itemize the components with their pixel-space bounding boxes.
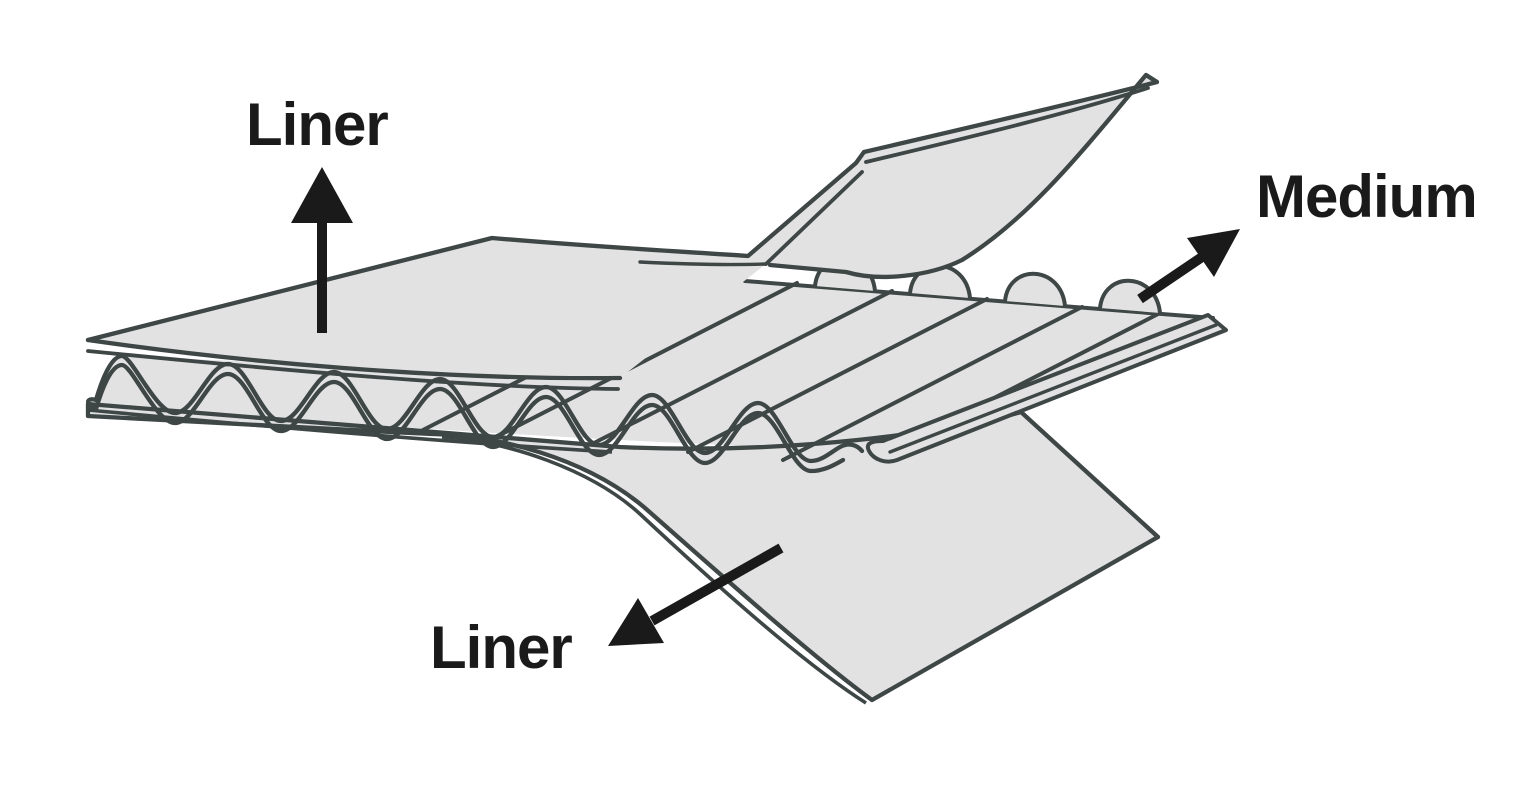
- top-liner-front-thickness-line: [86, 349, 620, 391]
- top-liner-flap-thickness-line: [864, 86, 1150, 164]
- down-left-arrow-shaft: [649, 543, 784, 626]
- medium-near-edge-midline: [888, 323, 1218, 454]
- top-liner-outline: [85, 72, 1160, 343]
- medium-arrow: [1137, 229, 1240, 304]
- up-right-arrow-shaft: [1137, 250, 1208, 304]
- top-liner-fold-inner-line: [764, 170, 864, 266]
- medium-far-edge-line: [743, 279, 1215, 320]
- down-left-arrow-head: [608, 598, 664, 646]
- bottom-liner-sheet: [85, 401, 1161, 703]
- top-liner-arrow: [291, 167, 353, 333]
- bottom-liner-edge-line: [441, 435, 867, 705]
- top-liner-front-edge: [85, 337, 623, 381]
- top-liner-label: Liner: [246, 91, 389, 158]
- bottom-liner-label: Liner: [430, 614, 573, 681]
- flute-wave-end-cap: [86, 397, 99, 412]
- flute-wave-upper-line: [93, 353, 865, 464]
- flute-wave-lower-line: [93, 362, 846, 474]
- up-right-arrow-head: [1187, 229, 1240, 277]
- bottom-liner-arrow: [608, 543, 784, 646]
- top-liner-sheet-fill: [88, 75, 1157, 379]
- medium-label: Medium: [1256, 163, 1478, 230]
- top-liner-crease-line: [638, 260, 768, 267]
- up-arrow-head: [291, 167, 353, 223]
